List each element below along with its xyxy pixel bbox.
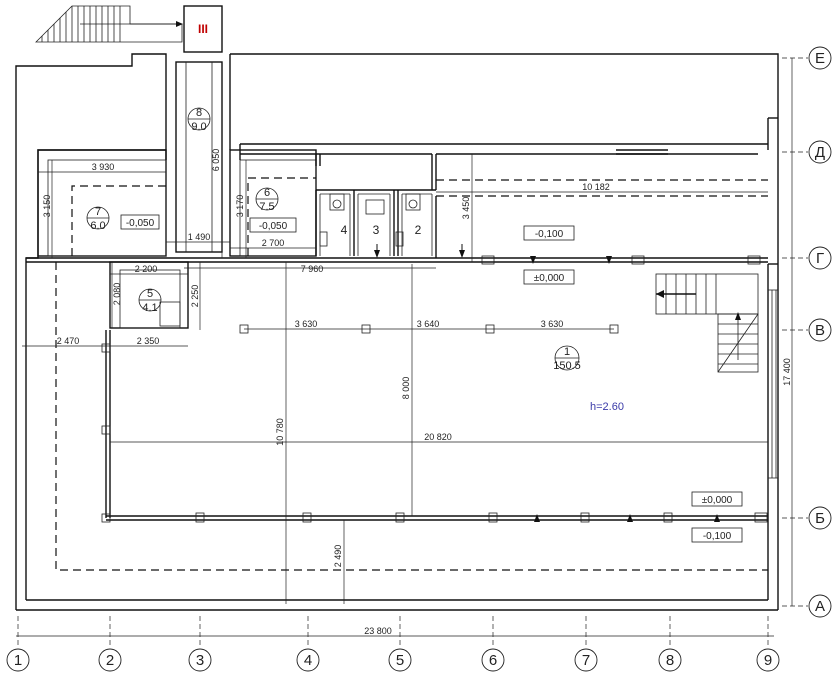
dim-2350: 2 350 — [137, 336, 160, 346]
col-axis-label-2: 2 — [106, 652, 114, 669]
dim-6050: 6 050 — [211, 149, 221, 172]
room-3-number: 3 — [373, 223, 380, 237]
room-8-number: 8 — [196, 107, 202, 119]
dim-3640: 3 640 — [417, 319, 440, 329]
col-axis-label-8: 8 — [666, 652, 674, 669]
grid-row-axes: Е Д Г В Б А — [782, 46, 832, 618]
dim-3630-a: 3 630 — [295, 319, 318, 329]
row-axis-label-5: Б — [815, 510, 825, 527]
main-level: ±0,000 — [534, 273, 565, 284]
room-5 — [109, 261, 189, 329]
entrance-stair — [35, 5, 183, 43]
room-7-area: 6.0 — [90, 220, 105, 232]
row-axis-label-4: В — [815, 322, 825, 339]
col-axis-bubble-6 — [481, 648, 505, 672]
main-hall — [55, 262, 778, 571]
outer-walls — [15, 53, 779, 611]
col-axis-label-4: 4 — [304, 652, 312, 669]
room-6-area: 7.5 — [259, 201, 274, 213]
dim-23800: 23 800 — [364, 626, 392, 636]
col-axis-bubble-2 — [98, 648, 122, 672]
dim-17400: 17 400 — [782, 358, 792, 386]
col-axis-bubble-7 — [574, 648, 598, 672]
row-axis-bubble-3 — [808, 246, 832, 270]
dim-3450: 3 450 — [461, 197, 471, 220]
dim-20820: 20 820 — [424, 432, 452, 442]
b-level-top: ±0,000 — [702, 495, 733, 506]
col-axis-bubble-5 — [388, 648, 412, 672]
b-level-bottom: -0,100 — [703, 531, 732, 542]
stairwell-box — [183, 5, 223, 53]
dim-2490: 2 490 — [333, 545, 343, 568]
grid-column-axes: 1 2 3 4 5 6 7 8 9 — [6, 616, 780, 672]
corridor-wall-g — [26, 255, 778, 265]
row-axis-label-2: Д — [815, 144, 825, 161]
dim-10780: 10 780 — [275, 418, 285, 446]
dim-2250: 2 250 — [190, 285, 200, 308]
col-axis-bubble-1 — [6, 648, 30, 672]
room-7 — [37, 149, 167, 257]
row-axis-bubble-2 — [808, 140, 832, 164]
room-2-number: 2 — [415, 223, 422, 237]
level-marks: -0,100 ±0,000 ±0,000 -0,100 — [523, 225, 743, 543]
room-4-number: 4 — [341, 223, 348, 237]
upper-right-space — [229, 54, 768, 258]
dimension-labels: 3 930 3 150 6 050 3 170 1 490 2 700 10 1… — [42, 149, 792, 636]
room-6-level: -0,050 — [259, 221, 288, 232]
dim-2700: 2 700 — [262, 238, 285, 248]
dim-3150: 3 150 — [42, 195, 52, 218]
dim-7960: 7 960 — [301, 264, 324, 274]
stair-mark-label: III — [198, 22, 208, 36]
room-5-area: 4.1 — [142, 302, 157, 314]
row-axis-label-1: Е — [815, 50, 825, 67]
row-axis-bubble-4 — [808, 318, 832, 342]
col-axis-label-3: 3 — [196, 652, 204, 669]
row-axis-label-3: Г — [816, 250, 824, 267]
col-axis-label-1: 1 — [14, 652, 22, 669]
col-axis-label-7: 7 — [582, 652, 590, 669]
dim-3630-b: 3 630 — [541, 319, 564, 329]
dim-8000: 8 000 — [401, 377, 411, 400]
room-7-level: -0,050 — [126, 218, 155, 229]
room-labels: 8 9.0 7 6.0 -0,050 6 7.5 -0,050 4 3 2 5 … — [90, 107, 624, 413]
dim-2080: 2 080 — [112, 283, 122, 306]
dim-10182: 10 182 — [582, 182, 610, 192]
dim-3170: 3 170 — [235, 195, 245, 218]
room-7-number: 7 — [95, 206, 101, 218]
col-axis-label-9: 9 — [764, 652, 772, 669]
row-axis-bubble-1 — [808, 46, 832, 70]
dim-2470: 2 470 — [57, 336, 80, 346]
inner-stair — [655, 273, 759, 373]
corridor-level: -0,100 — [535, 229, 564, 240]
dimension-lines — [16, 58, 793, 637]
direction-arrows — [374, 244, 720, 522]
col-axis-bubble-8 — [658, 648, 682, 672]
col-axis-label-5: 5 — [396, 652, 404, 669]
col-axis-bubble-3 — [188, 648, 212, 672]
room-8-area: 9.0 — [191, 121, 206, 133]
dim-1490: 1 490 — [188, 232, 211, 242]
height-note: h=2.60 — [590, 401, 624, 413]
dim-3930: 3 930 — [92, 162, 115, 172]
col-axis-bubble-9 — [756, 648, 780, 672]
col-axis-label-6: 6 — [489, 652, 497, 669]
room-5-number: 5 — [147, 288, 153, 300]
col-axis-bubble-4 — [296, 648, 320, 672]
row-axis-label-6: А — [815, 598, 825, 615]
dim-2200: 2 200 — [135, 264, 158, 274]
room-6-number: 6 — [264, 187, 270, 199]
row-axis-bubble-5 — [808, 506, 832, 530]
row-axis-bubble-6 — [808, 594, 832, 618]
room-1-area: 150.5 — [553, 360, 581, 372]
room-1-number: 1 — [564, 346, 570, 358]
